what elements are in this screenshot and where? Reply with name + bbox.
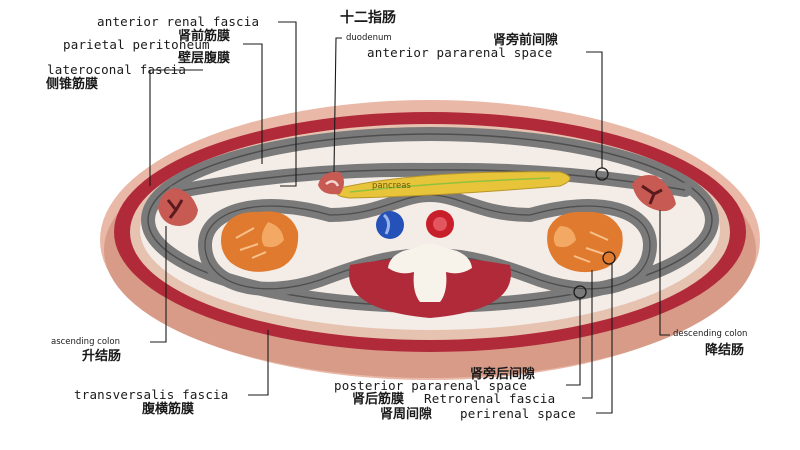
retrorenal-fascia-loop-edge — [204, 194, 651, 290]
leader-descending-colon — [659, 210, 670, 336]
label-anterior-renal-fascia-zh: 肾前筋膜 — [178, 29, 231, 44]
left-kidney — [547, 211, 623, 273]
label-posterior-pararenal-space-en: posterior pararenal space — [334, 378, 528, 393]
label-anterior-pararenal-space-zh: 肾旁前间隙 — [493, 33, 559, 48]
label-anterior-renal-fascia-en: anterior renal fascia — [97, 14, 260, 29]
descending-colon — [632, 175, 676, 212]
pancreatic-duct — [349, 177, 551, 193]
label-perirenal-space-en: perirenal space — [460, 406, 576, 421]
label-duodenum-en: duodenum — [346, 33, 392, 43]
vertebra — [388, 244, 472, 302]
leader-anterior-pararenal-space — [586, 51, 603, 168]
label-ascending-colon-zh: 升结肠 — [82, 349, 122, 364]
label-posterior-pararenal-space-zh: 肾旁后间隙 — [470, 367, 536, 382]
leader-lateroconal-fascia — [149, 69, 203, 186]
leader-retrorenal-fascia — [582, 270, 593, 399]
label-retrorenal-fascia-zh: 肾后筋膜 — [352, 392, 405, 407]
label-transversalis-fascia-en: transversalis fascia — [74, 387, 229, 402]
label-parietal-peritoneum-zh: 壁层腹膜 — [178, 51, 231, 66]
label-perirenal-space-zh: 肾周间隙 — [380, 407, 433, 422]
label-transversalis-fascia-zh: 腹横筋膜 — [142, 402, 195, 417]
pancreas — [336, 171, 571, 199]
leader-parietal-peritoneum — [243, 43, 263, 164]
leader-posterior-pararenal-space — [566, 298, 581, 386]
leader-duodenum — [333, 37, 342, 173]
label-ascending-colon-en: ascending colon — [51, 337, 120, 347]
right-kidney — [221, 211, 299, 272]
leader-anterior-renal-fascia — [278, 21, 297, 187]
label-lateroconal-fascia-zh: 侧锥筋膜 — [46, 77, 99, 92]
leader-lines — [149, 21, 670, 414]
ascending-colon — [158, 188, 198, 226]
label-retrorenal-fascia-en: Retrorenal fascia — [424, 391, 556, 406]
label-parietal-peritoneum-en: parietal peritoneum — [63, 37, 210, 52]
label-descending-colon-zh: 降结肠 — [705, 343, 745, 358]
label-lateroconal-fascia-en: lateroconal fascia — [47, 62, 187, 77]
aorta — [426, 210, 454, 238]
label-anterior-pararenal-space-en: anterior pararenal space — [367, 45, 553, 60]
leader-perirenal-space — [596, 264, 613, 414]
label-duodenum-zh: 十二指肠 — [340, 10, 396, 26]
leader-ascending-colon — [150, 226, 167, 343]
duodenum — [318, 171, 344, 195]
leader-transversalis-fascia — [248, 330, 269, 396]
ivc — [376, 211, 404, 239]
perirenal-marker — [602, 251, 616, 265]
label-pancreas: pancreas — [372, 181, 411, 191]
label-descending-colon-en: descending colon — [673, 329, 748, 339]
